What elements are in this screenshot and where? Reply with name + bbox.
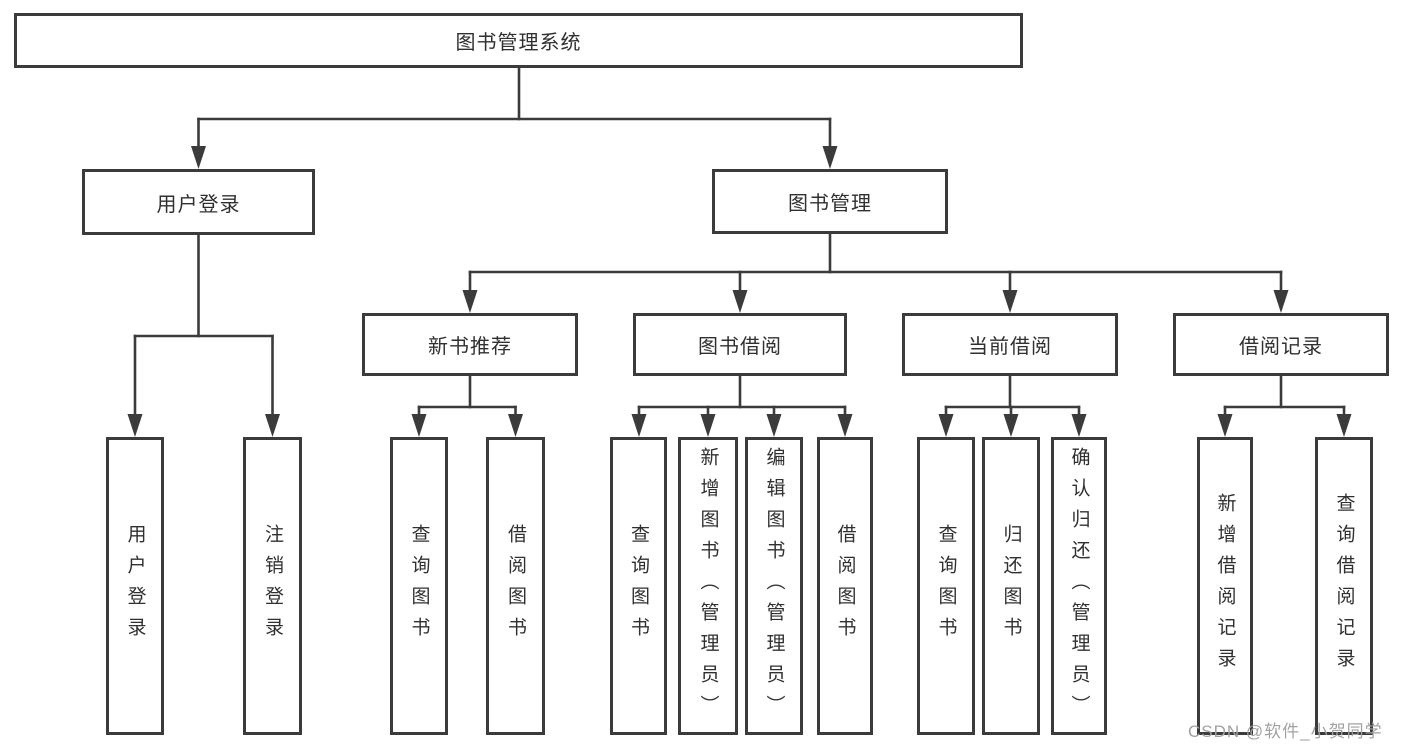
arrowhead-icon bbox=[822, 146, 838, 169]
arrowhead-icon bbox=[1336, 414, 1352, 437]
node-label: 注销登录 bbox=[262, 524, 283, 648]
node-label: 查询图书 bbox=[628, 524, 649, 648]
node-label: 图书管理系统 bbox=[455, 32, 582, 54]
node-root: 图书管理系统 bbox=[14, 13, 1023, 68]
node-new-book-rec: 新书推荐 bbox=[362, 313, 578, 376]
node-bor-add-book-admin: 新增图书（管理员） bbox=[678, 437, 738, 735]
node-borrow-records: 借阅记录 bbox=[1173, 313, 1389, 376]
arrowhead-icon bbox=[1003, 414, 1019, 437]
node-label: 归还图书 bbox=[1000, 524, 1022, 648]
arrowhead-icon bbox=[766, 414, 782, 437]
watermark: CSDN @软件_小贺同学 bbox=[1188, 722, 1383, 741]
arrowhead-icon bbox=[508, 414, 523, 437]
node-cur-query-book: 查询图书 bbox=[917, 437, 975, 735]
node-label: 新书推荐 bbox=[428, 336, 512, 358]
arrowhead-icon bbox=[191, 146, 206, 169]
arrowhead-icon bbox=[411, 414, 427, 437]
node-current-borrow: 当前借阅 bbox=[902, 313, 1118, 376]
node-rec-borrow-book: 借阅图书 bbox=[486, 437, 545, 735]
node-label: 用户登录 bbox=[124, 524, 146, 648]
node-login-user: 用户登录 bbox=[106, 437, 164, 735]
arrowhead-icon bbox=[938, 414, 954, 437]
node-bor-query-book: 查询图书 bbox=[610, 437, 667, 735]
node-label: 图书借阅 bbox=[698, 336, 782, 358]
arrowhead-icon bbox=[1273, 290, 1289, 313]
arrowhead-icon bbox=[732, 290, 748, 313]
node-cur-confirm-admin: 确认归还（管理员） bbox=[1051, 437, 1107, 735]
arrowhead-icon bbox=[1217, 414, 1233, 437]
node-rec-query-book: 查询图书 bbox=[390, 437, 448, 735]
node-user-login: 用户登录 bbox=[82, 169, 315, 235]
node-label: 借阅记录 bbox=[1239, 336, 1323, 358]
arrowhead-icon bbox=[462, 290, 478, 313]
node-label: 新增图书（管理员） bbox=[697, 446, 719, 726]
node-hist-add-record: 新增借阅记录 bbox=[1197, 437, 1253, 735]
arrowhead-icon bbox=[265, 414, 280, 437]
node-label: 确认归还（管理员） bbox=[1068, 446, 1090, 726]
node-label: 新增借阅记录 bbox=[1214, 493, 1236, 679]
arrowhead-icon bbox=[837, 414, 853, 437]
node-label: 查询图书 bbox=[935, 524, 957, 648]
node-label: 借阅图书 bbox=[505, 524, 526, 648]
node-cur-return-book: 归还图书 bbox=[982, 437, 1040, 735]
node-label: 图书管理 bbox=[788, 193, 872, 215]
node-label: 查询借阅记录 bbox=[1333, 493, 1355, 679]
node-book-borrow: 图书借阅 bbox=[633, 313, 847, 376]
node-bor-borrow-book: 借阅图书 bbox=[817, 437, 873, 735]
node-hist-query-record: 查询借阅记录 bbox=[1315, 437, 1373, 735]
arrowhead-icon bbox=[700, 414, 716, 437]
arrowhead-icon bbox=[1002, 290, 1018, 313]
node-label: 当前借阅 bbox=[968, 336, 1052, 358]
arrowhead-icon bbox=[127, 414, 143, 437]
arrowhead-icon bbox=[1071, 414, 1087, 437]
node-label: 编辑图书（管理员） bbox=[763, 446, 785, 726]
node-book-mgmt: 图书管理 bbox=[712, 169, 948, 234]
node-bor-edit-book-admin: 编辑图书（管理员） bbox=[745, 437, 803, 735]
node-label: 借阅图书 bbox=[834, 524, 856, 648]
node-label: 查询图书 bbox=[408, 524, 430, 648]
node-login-logout: 注销登录 bbox=[243, 437, 302, 735]
arrowhead-icon bbox=[631, 414, 647, 437]
node-label: 用户登录 bbox=[156, 193, 241, 216]
